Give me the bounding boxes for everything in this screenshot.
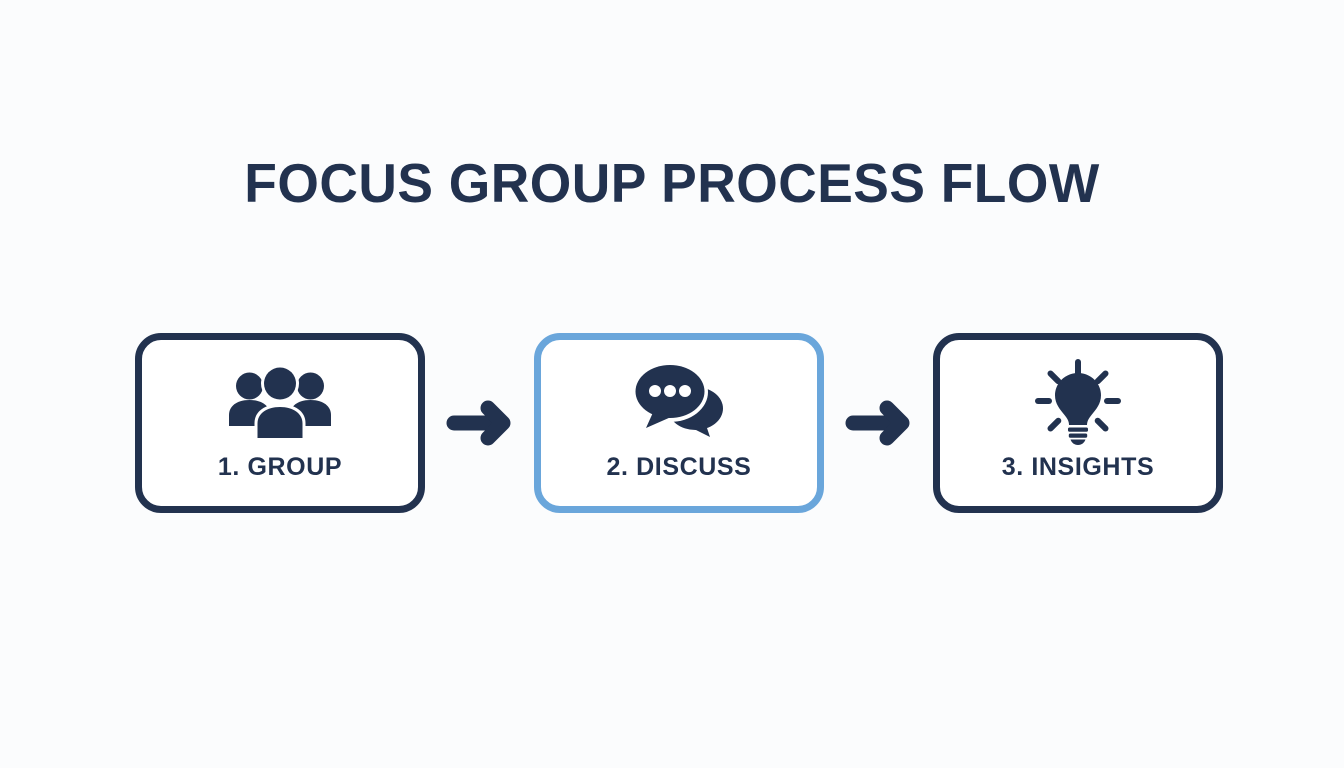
step-card-insights[interactable]: 3. INSIGHTS xyxy=(933,333,1223,513)
page-title: FOCUS GROUP PROCESS FLOW xyxy=(244,152,1100,214)
arrow-right-icon xyxy=(446,400,510,446)
step-label: 2. DISCUSS xyxy=(606,453,752,481)
connector-1 xyxy=(432,393,528,453)
process-flow-row: 1. GROUP xyxy=(135,333,1223,513)
step-card-group[interactable]: 1. GROUP xyxy=(135,333,425,513)
group-people-icon xyxy=(225,363,335,441)
lightbulb-icon xyxy=(1023,359,1133,445)
step-card-discuss[interactable]: 2. DISCUSS xyxy=(534,333,824,513)
chat-bubbles-icon xyxy=(624,362,734,441)
step-label: 1. GROUP xyxy=(217,453,343,481)
connector-2 xyxy=(831,393,927,453)
arrow-right-icon xyxy=(845,400,909,446)
step-label: 3. INSIGHTS xyxy=(1001,453,1155,481)
